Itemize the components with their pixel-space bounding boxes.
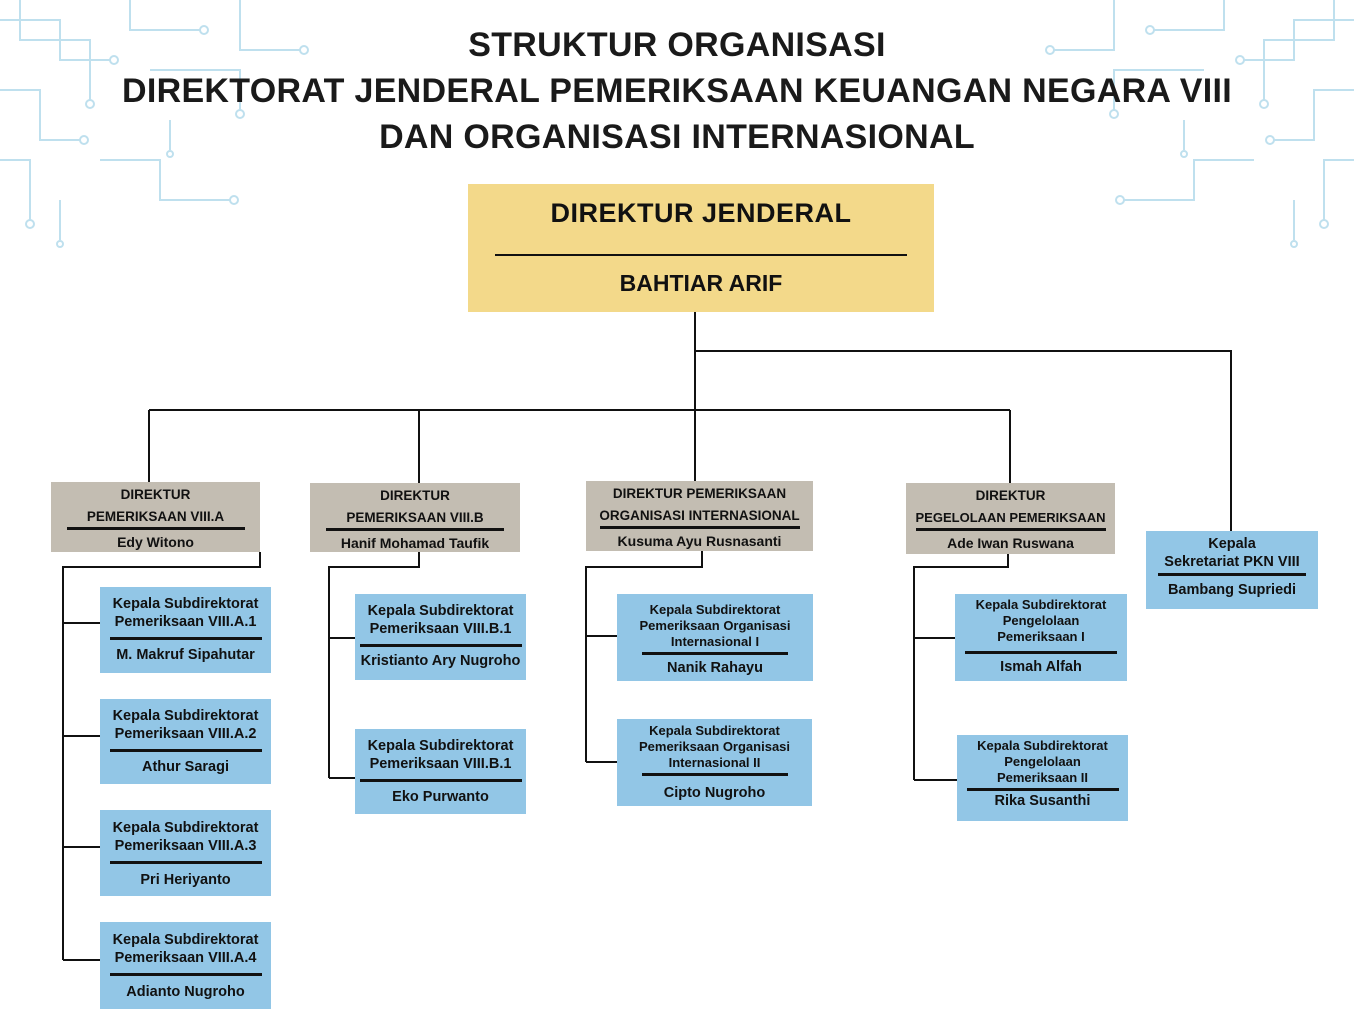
subdirectorate-box-viii-a-1: Kepala Subdirektorat Pemeriksaan VIII.A.… [100, 587, 271, 673]
divider [599, 526, 800, 529]
subdirectorate-title-line2: Pemeriksaan VIII.A.4 [114, 950, 257, 966]
divider [642, 652, 788, 655]
director-title-line2: PEMERIKSAAN VIII.A [86, 509, 225, 524]
subdirectorate-title-line1: Kepala Subdirektorat [649, 602, 781, 617]
subdirectorate-title-line2: Pemeriksaan VIII.A.2 [114, 726, 257, 742]
title-line-3: DAN ORGANISASI INTERNASIONAL [379, 118, 975, 156]
divider [641, 773, 788, 776]
subdirectorate-title-line3: Internasional II [668, 755, 761, 770]
director-box-oi: DIREKTUR PEMERIKSAAN ORGANISASI INTERNAS… [586, 481, 813, 551]
subdirectorate-title-line1: Kepala Subdirektorat [112, 820, 259, 836]
subdirectorate-name: Pri Heriyanto [140, 872, 231, 888]
title-line-2: DIREKTORAT JENDERAL PEMERIKSAAN KEUANGAN… [122, 72, 1232, 110]
divider [915, 528, 1106, 531]
subdirectorate-title-line1: Kepala Subdirektorat [112, 932, 259, 948]
connector-oi-spine [585, 551, 703, 762]
subdirectorate-box-viii-b-1: Kepala Subdirektorat Pemeriksaan VIII.B.… [355, 594, 526, 680]
director-general-box: DIREKTUR JENDERAL BAHTIAR ARIF [468, 184, 934, 312]
subdirectorate-title-line1: Kepala Subdirektorat [975, 597, 1107, 612]
circuit-decoration-left [0, 0, 309, 248]
subdirectorate-title-line1: Kepala Subdirektorat [977, 738, 1108, 753]
secretariat-name: Bambang Supriedi [1167, 582, 1297, 598]
subdirectorate-title-line2: Pengelolaan [1002, 613, 1080, 628]
director-title-line1: DIREKTUR [975, 488, 1046, 503]
subdirectorate-title-line1: Kepala Subdirektorat [367, 738, 514, 754]
divider [1158, 573, 1306, 576]
subdirectorate-title-line1: Kepala Subdirektorat [649, 723, 780, 738]
director-title-line2: ORGANISASI INTERNASIONAL [599, 508, 800, 523]
director-name: Hanif Mohamad Taufik [340, 535, 490, 551]
subdirectorate-box-viii-b-2: Kepala Subdirektorat Pemeriksaan VIII.B.… [355, 729, 526, 814]
divider [359, 644, 522, 647]
subdirectorate-title-line3: Pemeriksaan II [996, 770, 1089, 785]
divider [109, 749, 262, 752]
director-title-line1: DIREKTUR PEMERIKSAAN [612, 486, 787, 501]
subdirectorate-title-line2: Pemeriksaan VIII.A.3 [114, 838, 257, 854]
subdirectorate-box-pp-2: Kepala Subdirektorat Pengelolaan Pemerik… [957, 735, 1128, 821]
secretariat-box: Kepala Sekretariat PKN VIII Bambang Supr… [1146, 531, 1318, 609]
divider [326, 528, 504, 531]
subdirectorate-name: Adianto Nugroho [126, 984, 245, 1000]
director-title-line2: PEMERIKSAAN VIII.B [346, 510, 484, 525]
subdirectorate-name: Ismah Alfah [1000, 659, 1082, 675]
director-general-title: DIREKTUR JENDERAL [550, 198, 852, 228]
subdirectorate-title-line1: Kepala Subdirektorat [367, 603, 514, 619]
director-box-pp: DIREKTUR PEGELOLAAN PEMERIKSAAN Ade Iwan… [906, 483, 1115, 554]
title-line-1: STRUKTUR ORGANISASI [468, 26, 886, 64]
subdirectorate-box-viii-a-4: Kepala Subdirektorat Pemeriksaan VIII.A.… [100, 922, 271, 1009]
subdirectorate-box-viii-a-2: Kepala Subdirektorat Pemeriksaan VIII.A.… [100, 699, 271, 784]
subdirectorate-box-oi-1: Kepala Subdirektorat Pemeriksaan Organis… [617, 594, 813, 681]
subdirectorate-title-line2: Pemeriksaan VIII.A.1 [114, 614, 257, 630]
secretariat-title-line2: Sekretariat PKN VIII [1164, 554, 1300, 570]
subdirectorate-name: M. Makruf Sipahutar [116, 647, 255, 663]
subdirectorate-title-line2: Pemeriksaan VIII.B.1 [369, 756, 512, 772]
divider [109, 637, 262, 640]
director-name: Kusuma Ayu Rusnasanti [617, 533, 782, 549]
page-title: STRUKTUR ORGANISASI DIREKTORAT JENDERAL … [0, 22, 1354, 160]
subdirectorate-title-line2: Pemeriksaan VIII.B.1 [369, 621, 512, 637]
subdirectorate-title-line3: Pemeriksaan I [997, 629, 1085, 644]
connector-pp-spine [913, 554, 1009, 780]
subdirectorate-name: Rika Susanthi [994, 793, 1091, 809]
subdirectorate-box-pp-1: Kepala Subdirektorat Pengelolaan Pemerik… [955, 594, 1127, 681]
subdirectorate-name: Eko Purwanto [392, 789, 489, 805]
subdirectorate-box-oi-2: Kepala Subdirektorat Pemeriksaan Organis… [617, 719, 812, 806]
divider [966, 788, 1119, 791]
subdirectorate-title-line2: Pengelolaan [1004, 754, 1081, 769]
subdirectorate-name: Nanik Rahayu [667, 660, 763, 676]
subdirectorate-title-line1: Kepala Subdirektorat [112, 708, 259, 724]
divider [66, 527, 245, 530]
subdirectorate-name: Athur Saragi [141, 759, 229, 775]
subdirectorate-name: Kristianto Ary Nugroho [360, 653, 521, 669]
subdirectorate-title-line2: Pemeriksaan Organisasi [638, 739, 791, 754]
divider [109, 861, 262, 864]
circuit-decoration-right [1045, 0, 1354, 248]
connector-a-spine [62, 552, 261, 960]
divider [965, 651, 1117, 654]
connector-secretariat [695, 350, 1232, 531]
divider [495, 254, 907, 256]
divider [109, 973, 262, 976]
secretariat-title-line1: Kepala [1208, 536, 1256, 552]
director-box-viii-b: DIREKTUR PEMERIKSAAN VIII.B Hanif Mohama… [310, 483, 520, 552]
director-name: Ade Iwan Ruswana [947, 535, 1074, 551]
connector-b-spine [328, 552, 420, 778]
director-title-line1: DIREKTUR [120, 487, 191, 502]
subdirectorate-box-viii-a-3: Kepala Subdirektorat Pemeriksaan VIII.A.… [100, 810, 271, 896]
subdirectorate-title-line1: Kepala Subdirektorat [112, 596, 259, 612]
director-box-viii-a: DIREKTUR PEMERIKSAAN VIII.A Edy Witono [51, 482, 260, 552]
director-name: Edy Witono [117, 534, 194, 550]
divider [359, 779, 522, 782]
director-title-line2: PEGELOLAAN PEMERIKSAAN [915, 510, 1106, 525]
subdirectorate-title-line2: Pemeriksaan Organisasi [639, 618, 791, 633]
director-general-name: BAHTIAR ARIF [619, 270, 783, 296]
subdirectorate-name: Cipto Nugroho [663, 785, 766, 801]
subdirectorate-title-line3: Internasional I [670, 634, 760, 649]
director-title-line1: DIREKTUR [380, 488, 450, 503]
